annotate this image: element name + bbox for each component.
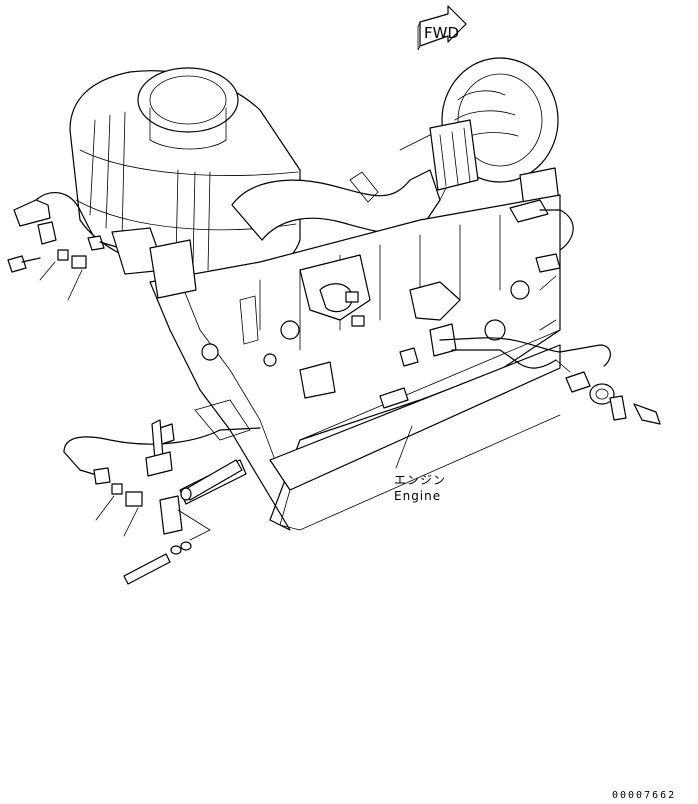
engine-label-english: Engine [394,489,441,503]
engine-label: エンジン Engine [394,425,446,503]
turbocharger [429,57,561,216]
sensor-harness-right [439,199,661,425]
engine-label-japanese: エンジン [394,473,446,487]
sensor-harness-upper-left [7,192,197,301]
fwd-label: FWD [424,24,459,42]
connecting-hose [180,387,409,501]
drawing-number: 00007662 [612,790,676,801]
fuel-pump-assembly [299,254,461,399]
fwd-direction-arrow: FWD [417,5,467,51]
engine-block [149,194,561,531]
sensor-harness-lower-left [63,419,261,585]
